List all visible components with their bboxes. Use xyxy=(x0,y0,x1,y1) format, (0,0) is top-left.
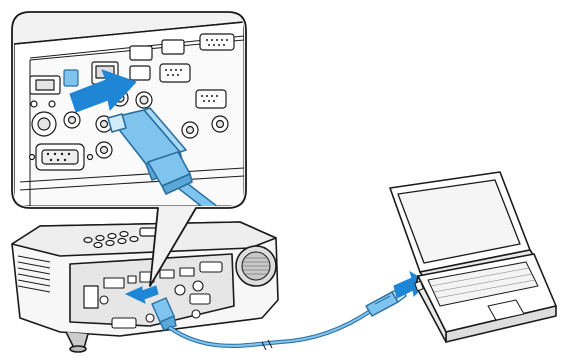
power-inlet xyxy=(84,286,98,308)
usb-b-port xyxy=(64,70,78,86)
projector-lens xyxy=(236,246,276,286)
laptop xyxy=(390,172,556,342)
projector xyxy=(12,222,278,352)
